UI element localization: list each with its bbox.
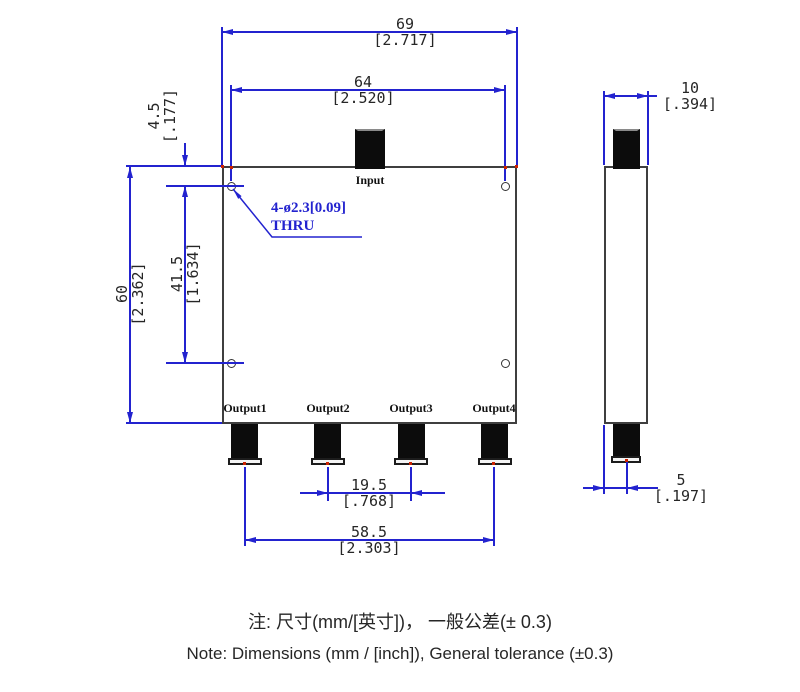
note-english: Note: Dimensions (mm / [inch]), General …	[186, 644, 614, 663]
dim-line-hole-offset-top	[184, 143, 186, 166]
arrowhead-right	[506, 29, 517, 35]
dim-line-overall-height	[129, 167, 131, 423]
output-connector-4-base	[478, 458, 512, 465]
extension-line	[126, 422, 222, 424]
extension-line	[647, 91, 649, 165]
dim-text-thickness: 10 [.394]	[662, 79, 718, 113]
side-view-bottom-connector	[613, 424, 640, 457]
dim-text-overall-width: 69 [2.717]	[373, 15, 437, 49]
dim-text-output-pitch: 19.5 [.768]	[341, 476, 397, 510]
extension-line	[603, 91, 605, 165]
dim-text-hole-span-v: 41.5 [1.634]	[168, 242, 202, 306]
output-2-label: Output2	[306, 401, 350, 415]
defpoint-marker	[503, 165, 507, 169]
defpoint-marker	[220, 164, 224, 168]
hole-callout-line2: THRU	[271, 218, 315, 234]
extension-line	[230, 85, 232, 181]
dim-text-hole-offset-top: 4.5 [.177]	[145, 88, 179, 144]
extension-line	[126, 165, 222, 167]
arrowhead-left	[604, 93, 615, 99]
arrowhead-right	[593, 485, 604, 491]
arrowhead-down	[127, 412, 133, 423]
defpoint-marker	[242, 461, 246, 465]
dim-text-connector-offset: 5 [.197]	[653, 471, 709, 505]
defpoint-marker	[491, 461, 495, 465]
defpoint-marker	[514, 164, 518, 168]
mounting-hole-top-right	[500, 181, 510, 191]
output-connector-2	[314, 424, 341, 459]
side-view-top-connector	[613, 129, 640, 169]
dim-line-thickness	[604, 95, 657, 97]
extension-line	[603, 425, 605, 494]
arrowhead-left	[411, 490, 422, 496]
arrowhead-left	[245, 537, 256, 543]
extension-line	[493, 467, 495, 546]
extension-line	[626, 462, 628, 494]
arrowhead-right	[483, 537, 494, 543]
arrowhead-right	[317, 490, 328, 496]
extension-line	[327, 467, 329, 501]
arrowhead-down	[182, 155, 188, 166]
side-view-body	[604, 166, 648, 424]
output-4-label: Output4	[472, 401, 516, 415]
arrowhead-right	[637, 93, 648, 99]
dim-line-hole-span-h	[231, 89, 505, 91]
output-3-label: Output3	[389, 401, 433, 415]
dim-line-connector-offset	[583, 487, 658, 489]
arrowhead-up	[182, 186, 188, 197]
defpoint-marker	[229, 165, 233, 169]
input-connector	[355, 129, 385, 169]
arrowhead-left	[231, 87, 242, 93]
extension-line	[516, 27, 518, 165]
note-chinese: 注: 尺寸(mm/[英寸])， 一般公差(± 0.3)	[248, 612, 552, 632]
front-view-body	[222, 166, 517, 424]
dim-line-output-span	[245, 539, 494, 541]
extension-line	[244, 467, 246, 546]
output-1-label: Output1	[223, 401, 267, 415]
dim-line-hole-span-v	[184, 186, 186, 363]
mounting-hole-bottom-right	[500, 358, 510, 368]
arrowhead-left	[627, 485, 638, 491]
dim-line-overall-width	[222, 31, 517, 33]
defpoint-marker	[624, 458, 628, 462]
defpoint-marker	[408, 461, 412, 465]
output-connector-3	[398, 424, 425, 459]
arrowhead-up	[127, 167, 133, 178]
hole-callout-line1: 4-ø2.3[0.09]	[271, 200, 346, 216]
dim-text-output-span: 58.5 [2.303]	[337, 523, 401, 557]
extension-line	[221, 27, 223, 165]
defpoint-marker	[325, 461, 329, 465]
extension-line	[166, 185, 244, 187]
dim-line-output-pitch	[300, 492, 445, 494]
arrowhead-down	[182, 352, 188, 363]
arrowhead-right	[494, 87, 505, 93]
arrowhead-left	[222, 29, 233, 35]
dim-text-overall-height: 60 [2.362]	[113, 262, 147, 326]
hole-callout-text: 4-ø2.3[0.09] THRU	[271, 199, 346, 235]
dim-text-hole-span-h: 64 [2.520]	[331, 73, 395, 107]
extension-line	[166, 362, 244, 364]
input-label: Input	[355, 173, 385, 187]
extension-line	[504, 85, 506, 181]
output-connector-4	[481, 424, 508, 459]
output-connector-1	[231, 424, 258, 459]
extension-line	[410, 467, 412, 501]
